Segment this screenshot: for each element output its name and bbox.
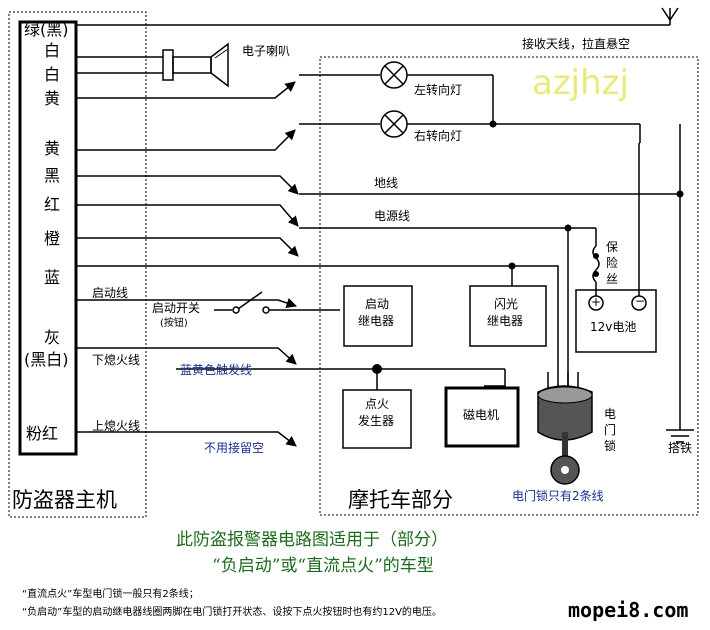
fuse-icon: [592, 245, 600, 283]
flash-relay-label-2: 继电器: [487, 314, 524, 328]
ignition-gen-label-1: 点火: [365, 397, 390, 411]
host-box: [8, 11, 147, 518]
note-1: “直流点火”车型电门锁一般只有2条线；: [22, 589, 199, 600]
wire-color-red: 红: [44, 195, 61, 214]
start-relay-box: [343, 285, 413, 347]
wire-color-gray: 灰: [44, 328, 61, 347]
lock-note: 电门锁只有2条线: [512, 489, 604, 503]
watermark: azjhzj: [532, 63, 629, 103]
power-label: 电源线: [374, 209, 411, 223]
site-logo: mopei8.com: [568, 598, 689, 622]
ignition-lock-icon: [537, 372, 593, 485]
right-turn-label: 右转向灯: [414, 129, 463, 143]
upper-kill-label: 上熄火线: [92, 419, 141, 433]
ignition-lock-label-3: 锁: [604, 439, 617, 453]
ground-label: 地线: [374, 176, 399, 190]
left-turn-label: 左转向灯: [414, 83, 463, 97]
flash-relay-label-1: 闪光: [494, 297, 519, 311]
ignition-lock-label-1: 电: [604, 407, 617, 421]
wire-color-green: 绿(黑): [24, 20, 69, 39]
antenna-label: 接收天线，拉直悬空: [522, 37, 631, 51]
battery-plus: +: [591, 295, 602, 309]
wire-color-black-white: (黑白): [24, 350, 69, 369]
ground-icon: [666, 429, 694, 443]
fuse-label-1: 保: [606, 240, 619, 254]
wire-color-white-2: 白: [44, 65, 61, 84]
moto-title: 摩托车部分: [348, 488, 453, 512]
lower-kill-label: 下熄火线: [92, 353, 141, 367]
wire-color-black: 黑: [44, 166, 61, 185]
battery-minus: −: [635, 294, 646, 308]
wire-color-orange: 橙: [44, 229, 61, 248]
magneto-label: 磁电机: [463, 408, 500, 422]
start-switch-label: 启动开关: [152, 301, 201, 315]
battery-box: [575, 289, 657, 353]
chassis-label: 搭铁: [668, 441, 693, 455]
trigger-wire-label: 蓝黄色触发线: [180, 363, 253, 377]
start-relay-label-2: 继电器: [358, 314, 395, 328]
host-title: 防盗器主机: [12, 488, 117, 512]
wire-color-yellow-1: 黄: [44, 89, 61, 108]
caption-line-1: 此防盗报警器电路图适用于（部分）: [176, 530, 448, 550]
right-turn-lamp-icon: [380, 110, 408, 138]
start-relay-label-1: 启动: [365, 297, 390, 311]
speaker-icon: [162, 42, 229, 88]
ignition-lock-label-2: 门: [604, 423, 617, 437]
caption-line-2: “负启动”或“直流点火”的车型: [212, 556, 434, 576]
battery-label: 12v电池: [590, 320, 637, 334]
note-2: “负启动”车型的启动继电器线圈两脚在电门锁打开状态、设按下点火按钮时也有约12V…: [22, 607, 442, 618]
speaker-label: 电子喇叭: [242, 44, 291, 58]
start-wire-label: 启动线: [92, 286, 129, 300]
wire-color-blue: 蓝: [44, 268, 61, 287]
ignition-generator-box: [342, 389, 412, 449]
antenna-icon: [76, 7, 679, 26]
ignition-gen-label-2: 发生器: [358, 414, 395, 428]
magneto-box: [444, 386, 520, 448]
start-switch-icon: [214, 291, 340, 314]
fuse-label-2: 险: [606, 256, 619, 270]
wire-color-pink: 粉红: [26, 424, 59, 443]
flash-relay-box: [469, 285, 547, 347]
wire-color-yellow-2: 黄: [44, 139, 61, 158]
start-switch-sub: (按钮): [160, 318, 188, 329]
wire-color-white-1: 白: [44, 41, 61, 60]
fuse-label-3: 丝: [606, 272, 619, 286]
unused-label: 不用接留空: [204, 441, 265, 455]
moto-box: [319, 56, 699, 516]
left-turn-lamp-icon: [380, 61, 408, 89]
